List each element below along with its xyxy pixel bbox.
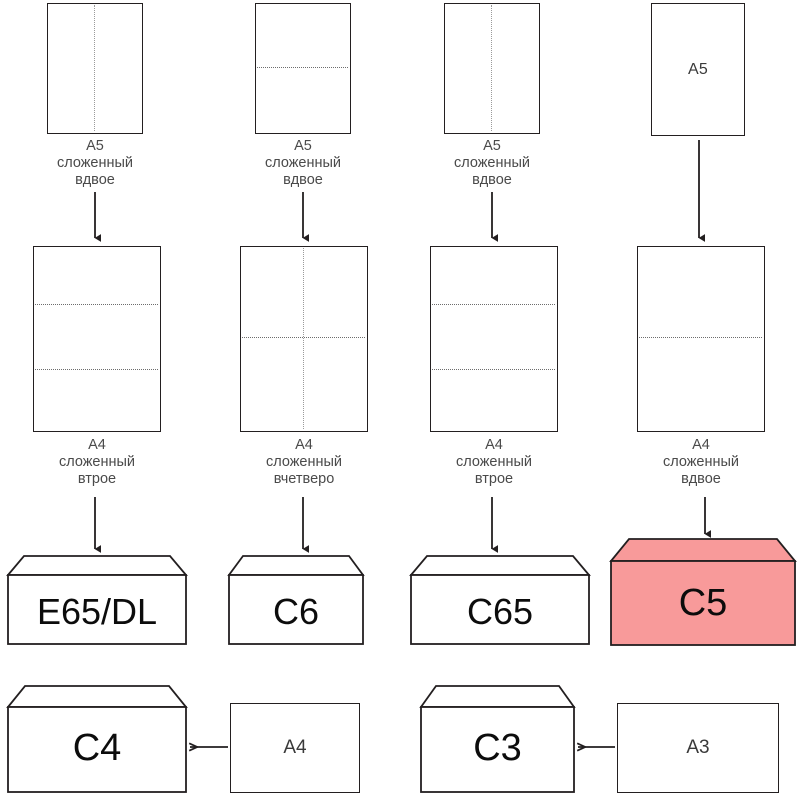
paper-box-a4: A4 [230,703,360,793]
sheet-a4-col4 [637,246,765,432]
envelope-shape [6,685,188,793]
envelope-label: C5 [678,582,728,624]
envelope-label: C6 [272,591,320,632]
envelope-c4[interactable]: C4 [6,685,188,793]
caption-col4-row2: А4 сложенный вдвое [662,437,740,487]
fold-line-horizontal [35,304,158,305]
envelope-label: C3 [473,727,522,769]
envelope-shape [409,555,591,645]
caption-col1-row1: А5 сложенный вдвое [56,138,134,188]
caption-col2-row1: А5 сложенный вдвое [264,138,342,188]
sheet-a4-col3 [430,246,558,432]
fold-line-vertical [94,5,95,131]
fold-line-vertical [491,5,492,131]
caption-col3-row1: А5 сложенный вдвое [453,138,531,188]
sheet-a4-col2 [240,246,368,432]
envelope-c5[interactable]: C5 [609,538,797,646]
paper-box-label: A3 [686,737,710,758]
sheet-a5-col1 [47,3,143,134]
envelope-shape-highlighted [609,538,797,646]
envelope-c6[interactable]: C6 [227,555,365,645]
fold-line-horizontal [257,67,348,68]
sheet-a5-col3 [444,3,540,134]
caption-col1-row2: А4 сложенный втрое [58,437,136,487]
envelope-e65-dl[interactable]: E65/DL [6,555,188,645]
fold-line-horizontal [432,369,555,370]
envelope-shape [6,555,188,645]
envelope-shape [419,685,576,793]
fold-line-vertical [303,248,304,429]
paper-box-a3: A3 [617,703,779,793]
envelope-c3[interactable]: C3 [419,685,576,793]
envelope-label: C4 [72,727,122,769]
envelope-c65[interactable]: C65 [409,555,591,645]
caption-col2-row2: А4 сложенный вчетверо [265,437,343,487]
sheet-a4-col1 [33,246,161,432]
envelope-shape [227,555,365,645]
sheet-label-a5: A5 [688,61,708,78]
fold-line-horizontal [432,304,555,305]
caption-col3-row2: А4 сложенный втрое [455,437,533,487]
envelope-label: C65 [466,591,534,632]
paper-box-label: A4 [283,737,307,758]
fold-line-horizontal [35,369,158,370]
envelope-label: E65/DL [36,591,158,632]
fold-line-horizontal [639,337,762,338]
sheet-a5-col2 [255,3,351,134]
sheet-a5-col4: A5 [651,3,745,136]
